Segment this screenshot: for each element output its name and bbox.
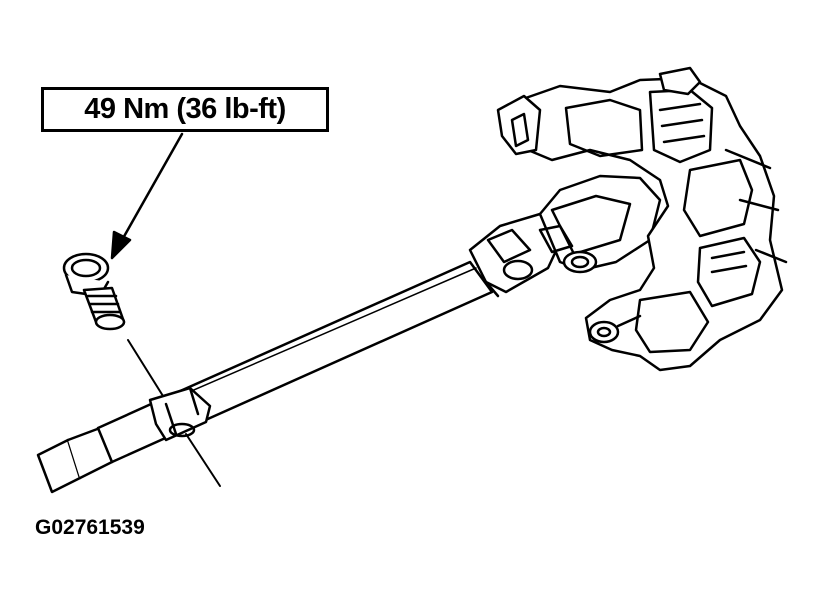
- bolt-icon: [64, 254, 124, 329]
- alignment-line: [128, 340, 220, 486]
- steering-column-body: [540, 176, 660, 272]
- torque-callout-box: 49 Nm (36 lb-ft): [41, 87, 329, 132]
- pinch-clamp: [150, 388, 210, 440]
- intermediate-shaft: [98, 262, 492, 462]
- figure-id: G02761539: [35, 516, 145, 539]
- torque-label: 49 Nm (36 lb-ft): [84, 93, 286, 125]
- shaft-end: [38, 428, 112, 492]
- callout-arrow: [112, 134, 182, 258]
- column-bracket: [498, 68, 786, 370]
